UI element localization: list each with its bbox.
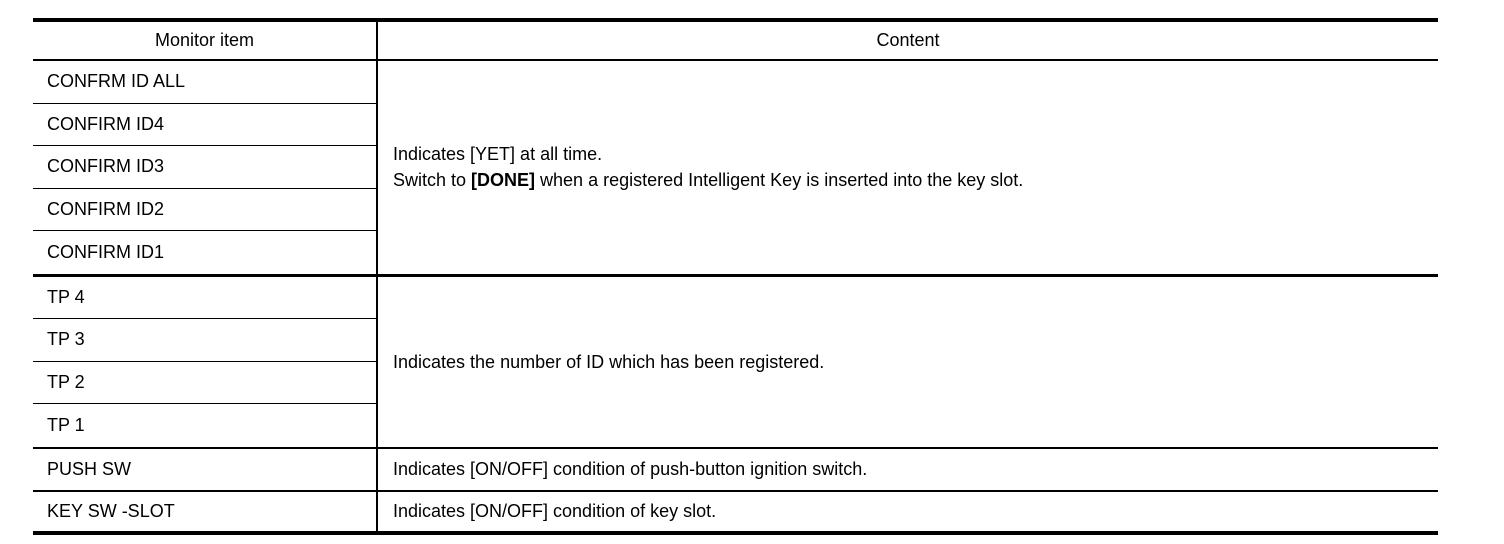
monitor-item-label: TP 2 — [47, 371, 85, 392]
table-row: KEY SW -SLOT — [33, 492, 376, 531]
table-group-confirm: CONFRM ID ALL CONFIRM ID4 CONFIRM ID3 CO… — [33, 61, 1438, 277]
content-line: Switch to [DONE] when a registered Intel… — [393, 167, 1438, 193]
header-cell-monitor-item: Monitor item — [33, 22, 378, 59]
content-line: Indicates [ON/OFF] condition of key slot… — [393, 501, 717, 521]
table-group-tp: TP 4 TP 3 TP 2 TP 1 Indicates the number… — [33, 276, 1438, 449]
monitor-item-label: KEY SW -SLOT — [47, 500, 175, 521]
table-row: TP 2 — [33, 362, 376, 404]
content-cell-confirm: Indicates [YET] at all time. Switch to [… — [378, 61, 1438, 274]
table-group-key-sw-slot: KEY SW -SLOT Indicates [ON/OFF] conditio… — [33, 491, 1438, 531]
monitor-item-label: PUSH SW — [47, 458, 132, 479]
table-row: CONFIRM ID4 — [33, 104, 376, 146]
monitor-item-label: TP 4 — [47, 286, 85, 307]
monitor-item-label: CONFIRM ID4 — [47, 113, 164, 134]
content-cell-push-sw: Indicates [ON/OFF] condition of push-but… — [378, 449, 1438, 490]
monitor-item-label: TP 1 — [47, 414, 85, 435]
table-row: TP 3 — [33, 319, 376, 362]
table-row: TP 4 — [33, 277, 376, 319]
table-row: PUSH SW — [33, 449, 376, 490]
table-row: CONFIRM ID2 — [33, 189, 376, 231]
table-group-push-sw: PUSH SW Indicates [ON/OFF] condition of … — [33, 448, 1438, 492]
table-row: TP 1 — [33, 404, 376, 447]
content-text-pre: Switch to — [393, 170, 472, 191]
monitor-item-table: Monitor item Content CONFRM ID ALL CONFI… — [33, 18, 1438, 535]
monitor-item-column: CONFRM ID ALL CONFIRM ID4 CONFIRM ID3 CO… — [33, 61, 378, 274]
monitor-item-label: CONFRM ID ALL — [47, 71, 186, 92]
content-line: Indicates [YET] at all time. — [393, 144, 603, 165]
content-cell-tp: Indicates the number of ID which has bee… — [378, 277, 1438, 447]
content-line: Indicates the number of ID which has bee… — [393, 351, 825, 372]
monitor-item-label: TP 3 — [47, 329, 85, 350]
content-text-bold-done: [DONE] — [471, 170, 536, 191]
monitor-item-column: KEY SW -SLOT — [33, 491, 378, 531]
monitor-item-label: CONFIRM ID1 — [47, 241, 164, 262]
header-cell-content: Content — [378, 22, 1438, 59]
table-header-row: Monitor item Content — [33, 22, 1438, 61]
header-label-monitor-item: Monitor item — [154, 30, 255, 50]
monitor-item-label: CONFIRM ID3 — [47, 156, 164, 177]
content-cell-key-sw-slot: Indicates [ON/OFF] condition of key slot… — [378, 492, 1438, 531]
table-row: CONFRM ID ALL — [33, 61, 376, 104]
header-label-content: Content — [876, 30, 940, 50]
table-row: CONFIRM ID1 — [33, 231, 376, 274]
monitor-item-column: TP 4 TP 3 TP 2 TP 1 — [33, 276, 378, 447]
monitor-item-label: CONFIRM ID2 — [47, 198, 164, 219]
monitor-item-column: PUSH SW — [33, 448, 378, 490]
content-line: Indicates [ON/OFF] condition of push-but… — [393, 459, 868, 479]
table-row: CONFIRM ID3 — [33, 146, 376, 189]
content-text-post: when a registered Intelligent Key is ins… — [535, 170, 1024, 191]
